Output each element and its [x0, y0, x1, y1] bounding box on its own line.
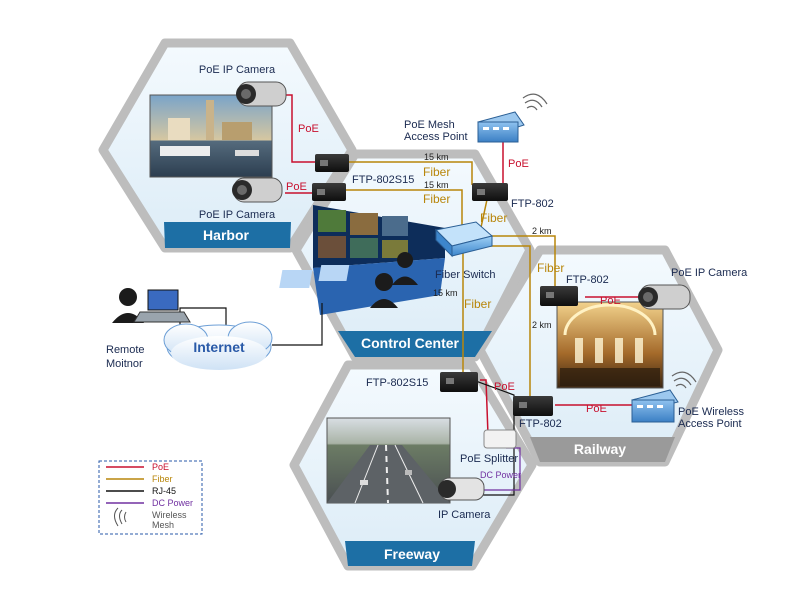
label-poe-railway: PoE [600, 295, 621, 307]
harbor-camera-2[interactable] [232, 177, 283, 203]
label-poe-harbor-top: PoE [298, 123, 319, 135]
label-distance-2km-top: 2 km [532, 226, 552, 236]
zone-title-control-center: Control Center [361, 335, 460, 351]
label-ip-camera: IP Camera [438, 509, 491, 521]
label-distance-15km-freeway: 15 km [433, 288, 458, 298]
wireless-signal-icon [671, 371, 697, 389]
wireless-signal-icon [522, 93, 548, 111]
legend-fiber-label: Fiber [152, 474, 173, 484]
label-ftp-802-railway: FTP-802 [566, 274, 609, 286]
label-railway-camera: PoE IP Camera [671, 267, 748, 279]
internet-label: Internet [193, 339, 245, 355]
label-distance-15km-top: 15 km [424, 152, 449, 162]
label-fiber-railway: Fiber [537, 261, 564, 275]
label-poe-splitter: PoE Splitter [460, 453, 518, 465]
label-mesh-ap-line1: PoE Mesh [404, 119, 455, 131]
zone-title-freeway: Freeway [384, 546, 440, 562]
label-poe-wireless: PoE [586, 403, 607, 415]
label-poe-harbor-bottom: PoE [286, 181, 307, 193]
fiber-links [335, 161, 556, 398]
operator-icon [370, 252, 418, 308]
zone-title-harbor: Harbor [203, 227, 249, 243]
legend: PoE Fiber RJ-45 DC Power Wireless Mesh [98, 460, 203, 535]
freeway-photo [326, 417, 451, 504]
legend-wireless-line2: Mesh [152, 520, 174, 530]
label-poe-freeway: PoE [494, 381, 515, 393]
legend-dc-power-label: DC Power [152, 498, 193, 508]
label-remote-monitor-line1: Remote [106, 344, 145, 356]
harbor-camera-1[interactable] [236, 81, 287, 107]
media-converter-ftp-802-wireless[interactable] [513, 396, 553, 416]
label-fiber-mesh: Fiber [480, 211, 507, 225]
label-wireless-ap-line1: PoE Wireless [678, 406, 745, 418]
railway-photo [556, 301, 664, 389]
label-ftp-802s15-freeway: FTP-802S15 [366, 377, 428, 389]
label-fiber-middle: Fiber [423, 192, 450, 206]
label-remote-monitor-line2: Moitnor [106, 358, 143, 370]
label-poe-mesh: PoE [508, 158, 529, 170]
poe-splitter-device[interactable] [483, 429, 517, 449]
label-ftp-802-mesh: FTP-802 [511, 198, 554, 210]
label-dc-power: DC Power [480, 470, 521, 480]
label-ftp-802s15-top: FTP-802S15 [352, 174, 414, 186]
label-ftp-802-wireless: FTP-802 [519, 418, 562, 430]
mesh-access-point-device[interactable] [477, 111, 525, 143]
label-fiber-top: Fiber [423, 165, 450, 179]
label-distance-15km-middle: 15 km [424, 180, 449, 190]
label-distance-2km-middle: 2 km [532, 320, 552, 330]
legend-rj45-label: RJ-45 [152, 486, 176, 496]
railway-camera[interactable] [638, 284, 691, 310]
media-converter-ftp-802s15-top[interactable] [315, 154, 349, 172]
legend-wireless-icon [114, 507, 127, 527]
internet-cloud [163, 321, 273, 370]
fiber-switch-device[interactable] [434, 221, 494, 258]
label-mesh-ap-line2: Access Point [404, 131, 468, 143]
poe-links [285, 94, 640, 436]
zone-title-railway: Railway [574, 441, 626, 457]
legend-wireless-line1: Wireless [152, 510, 187, 520]
label-wireless-ap-line2: Access Point [678, 418, 742, 430]
media-converter-ftp-802-mesh[interactable] [472, 183, 508, 201]
media-converter-ftp-802-railway[interactable] [540, 286, 578, 306]
label-harbor-camera-top: PoE IP Camera [199, 64, 276, 76]
legend-poe-label: PoE [152, 462, 169, 472]
media-converter-ftp-802s15-freeway[interactable] [440, 372, 478, 392]
label-fiber-switch: Fiber Switch [435, 269, 496, 281]
freeway-ip-camera[interactable] [438, 477, 485, 501]
media-converter-ftp-802s15-bottom[interactable] [312, 183, 346, 201]
label-fiber-freeway: Fiber [464, 297, 491, 311]
wireless-access-point-device[interactable] [631, 389, 679, 423]
label-harbor-camera-bottom: PoE IP Camera [199, 209, 276, 221]
harbor-photo [149, 94, 273, 178]
remote-monitor-user [112, 288, 191, 323]
